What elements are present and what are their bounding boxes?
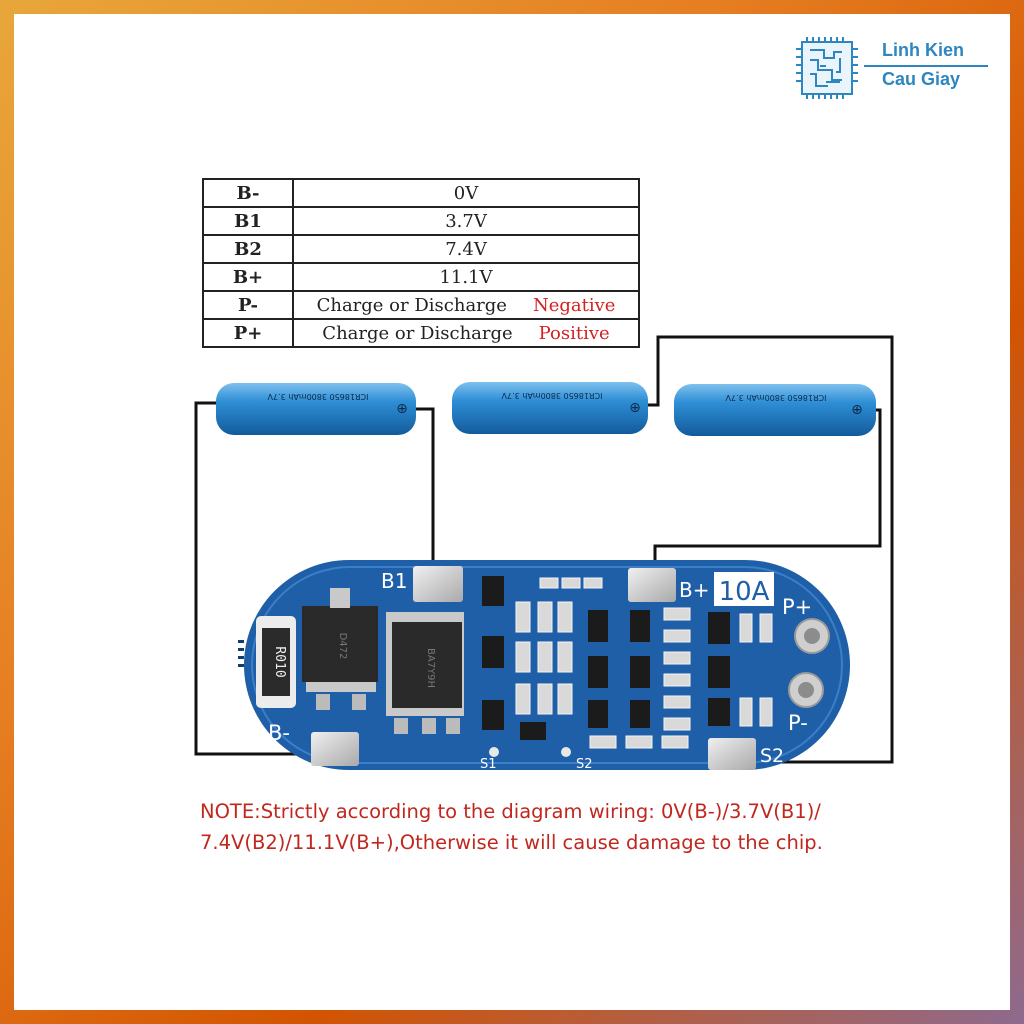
pin-row: B+ 11.1V bbox=[202, 262, 640, 292]
wire-b-minus bbox=[194, 401, 322, 756]
pin-name: P+ bbox=[202, 318, 294, 348]
wire-b-plus bbox=[653, 408, 882, 572]
brand-logo: Linh Kien Cau Giay bbox=[796, 36, 991, 100]
pin-name: B+ bbox=[202, 262, 294, 292]
pin-name: P- bbox=[202, 290, 294, 320]
pad-b-plus bbox=[628, 568, 676, 602]
brand-divider bbox=[864, 65, 988, 67]
pin-value-cell: 3.7V bbox=[292, 206, 640, 236]
pin-value-cell: Charge or Discharge Negative bbox=[292, 290, 640, 320]
smd-components bbox=[515, 577, 773, 749]
pin-row: P- Charge or Discharge Negative bbox=[202, 290, 640, 320]
mosfet-marking: D472 bbox=[337, 633, 348, 660]
mosfet-marking: BA7Y9H bbox=[425, 648, 436, 688]
pin-name: B2 bbox=[202, 234, 294, 264]
brand-name-line2: Cau Giay bbox=[882, 69, 961, 89]
current-rating-text: 10A bbox=[719, 577, 770, 607]
pin-name: B- bbox=[202, 178, 294, 208]
pin-value: 11.1V bbox=[439, 266, 493, 288]
terminal-p-minus bbox=[788, 672, 824, 708]
pin-value-cell: 11.1V bbox=[292, 262, 640, 292]
circuit-chip-icon bbox=[796, 37, 858, 99]
smd-ics bbox=[482, 576, 730, 740]
pin-row: P+ Charge or Discharge Positive bbox=[202, 318, 640, 348]
bms-board: R010 D472 BA7Y9H bbox=[238, 560, 850, 772]
battery-cell-1: ICR18650 3800mAh 3.7V ⊕ bbox=[216, 383, 416, 435]
pin-row: B2 7.4V bbox=[202, 234, 640, 264]
pin-value: 3.7V bbox=[445, 210, 487, 232]
pin-polarity: Negative bbox=[532, 294, 616, 316]
note-line-1: NOTE:Strictly according to the diagram w… bbox=[200, 800, 821, 823]
pin-value: 7.4V bbox=[445, 238, 487, 260]
svg-text:⊕: ⊕ bbox=[396, 401, 408, 417]
wire-b2 bbox=[648, 335, 894, 764]
battery-label: ICR18650 3800mAh 3.7V bbox=[725, 393, 826, 402]
current-rating-badge bbox=[714, 572, 774, 606]
label-s1: S1 bbox=[480, 757, 497, 772]
svg-text:⊕: ⊕ bbox=[629, 400, 641, 416]
pin-value: Charge or Discharge bbox=[322, 322, 513, 344]
pad-s2 bbox=[708, 738, 756, 770]
pin-polarity: Positive bbox=[538, 322, 610, 344]
pin-value-cell: 7.4V bbox=[292, 234, 640, 264]
battery-cell-3: ICR18650 3800mAh 3.7V ⊕ bbox=[674, 384, 876, 436]
pin-value-cell: Charge or Discharge Positive bbox=[292, 318, 640, 348]
svg-text:⊕: ⊕ bbox=[851, 402, 863, 418]
pin-value: 0V bbox=[453, 182, 479, 204]
label-b1: B1 bbox=[381, 569, 407, 593]
pin-name: B1 bbox=[202, 206, 294, 236]
label-b-minus: B- bbox=[268, 721, 290, 745]
pin-row: B1 3.7V bbox=[202, 206, 640, 236]
pin-value-cell: 0V bbox=[292, 178, 640, 208]
wire-b1 bbox=[416, 407, 435, 568]
pad-b1 bbox=[413, 566, 463, 602]
mosfet-2: BA7Y9H bbox=[386, 612, 464, 734]
wiring-note: NOTE:Strictly according to the diagram w… bbox=[200, 796, 940, 858]
terminal-p-plus bbox=[794, 618, 830, 654]
wires bbox=[194, 335, 894, 764]
label-p-plus: P+ bbox=[782, 595, 812, 619]
label-p-minus: P- bbox=[788, 711, 808, 735]
battery-label: ICR18650 3800mAh 3.7V bbox=[501, 391, 602, 400]
pad-b-minus bbox=[311, 732, 359, 766]
label-s2-small: S2 bbox=[576, 757, 593, 772]
brand-name-line1: Linh Kien bbox=[882, 40, 964, 60]
mosfet-1: D472 bbox=[302, 588, 378, 710]
label-s2: S2 bbox=[760, 745, 784, 767]
note-line-2: 7.4V(B2)/11.1V(B+),Otherwise it will cau… bbox=[200, 831, 823, 854]
label-b-plus: B+ bbox=[679, 578, 709, 602]
pin-value: Charge or Discharge bbox=[316, 294, 507, 316]
resistor-marking: R010 bbox=[272, 646, 287, 677]
battery-cell-2: ICR18650 3800mAh 3.7V ⊕ bbox=[452, 382, 648, 434]
battery-label: ICR18650 3800mAh 3.7V bbox=[267, 392, 368, 401]
pin-row: B- 0V bbox=[202, 178, 640, 208]
